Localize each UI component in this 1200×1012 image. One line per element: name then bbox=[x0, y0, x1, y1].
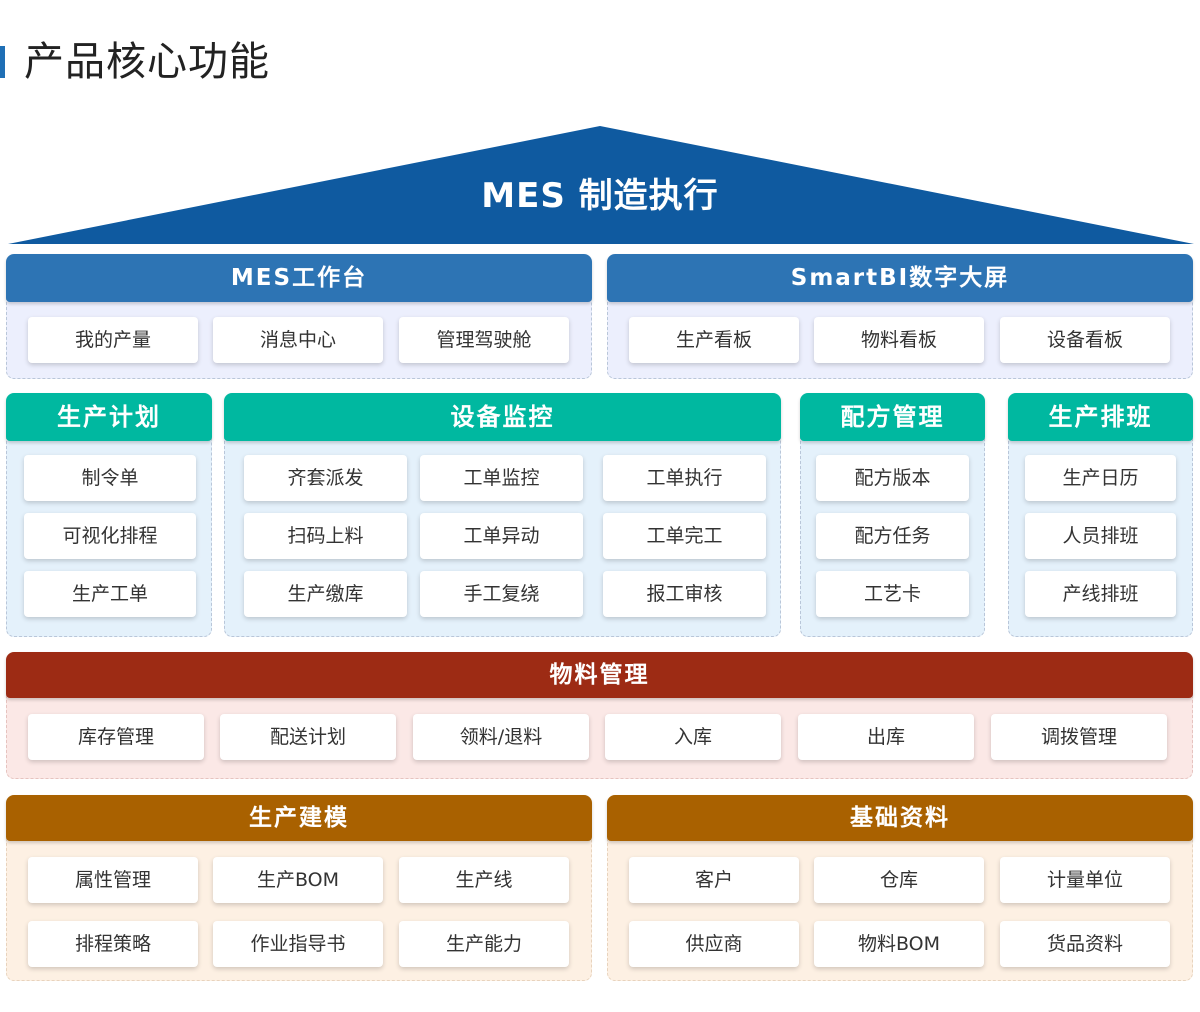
module-item[interactable]: 工单异动 bbox=[420, 513, 583, 559]
module-item[interactable]: 配送计划 bbox=[220, 714, 396, 760]
module-item[interactable]: 工单完工 bbox=[603, 513, 766, 559]
module-item[interactable]: 出库 bbox=[798, 714, 974, 760]
section-header: 生产建模 bbox=[6, 795, 592, 841]
roof-title: MES 制造执行 bbox=[481, 176, 719, 216]
section-production-modeling: 生产建模 属性管理 生产BOM 生产线 排程策略 作业指导书 生产能力 bbox=[6, 795, 592, 981]
module-item[interactable]: 设备看板 bbox=[1000, 317, 1170, 363]
section-header: SmartBI数字大屏 bbox=[607, 254, 1193, 302]
module-item[interactable]: 属性管理 bbox=[28, 857, 198, 903]
module-item[interactable]: 制令单 bbox=[24, 455, 196, 501]
module-item[interactable]: 工艺卡 bbox=[816, 571, 969, 617]
section-header: 配方管理 bbox=[800, 393, 985, 441]
module-item[interactable]: 领料/退料 bbox=[413, 714, 589, 760]
module-item[interactable]: 我的产量 bbox=[28, 317, 198, 363]
module-item[interactable]: 调拨管理 bbox=[991, 714, 1167, 760]
section-basic-data: 基础资料 客户 仓库 计量单位 供应商 物料BOM 货品资料 bbox=[607, 795, 1193, 981]
module-item[interactable]: 生产能力 bbox=[399, 921, 569, 967]
section-header: 设备监控 bbox=[224, 393, 781, 441]
module-item[interactable]: 产线排班 bbox=[1025, 571, 1176, 617]
module-item[interactable]: 生产日历 bbox=[1025, 455, 1176, 501]
roof-triangle bbox=[8, 126, 1194, 244]
section-equipment-monitor: 设备监控 齐套派发 工单监控 工单执行 扫码上料 工单异动 工单完工 生产缴库 … bbox=[224, 393, 781, 637]
section-header: 生产排班 bbox=[1008, 393, 1193, 441]
module-item[interactable]: 入库 bbox=[605, 714, 781, 760]
module-item[interactable]: 配方版本 bbox=[816, 455, 969, 501]
section-smartbi: SmartBI数字大屏 生产看板 物料看板 设备看板 bbox=[607, 254, 1193, 379]
module-item[interactable]: 客户 bbox=[629, 857, 799, 903]
module-item[interactable]: 工单监控 bbox=[420, 455, 583, 501]
module-item[interactable]: 供应商 bbox=[629, 921, 799, 967]
page-title: 产品核心功能 bbox=[24, 39, 270, 85]
module-item[interactable]: 配方任务 bbox=[816, 513, 969, 559]
section-recipe-management: 配方管理 配方版本 配方任务 工艺卡 bbox=[800, 393, 985, 637]
module-item[interactable]: 生产工单 bbox=[24, 571, 196, 617]
module-item[interactable]: 可视化排程 bbox=[24, 513, 196, 559]
section-header: 基础资料 bbox=[607, 795, 1193, 841]
section-header: 物料管理 bbox=[6, 652, 1193, 698]
module-item[interactable]: 报工审核 bbox=[603, 571, 766, 617]
section-header: 生产计划 bbox=[6, 393, 212, 441]
module-item[interactable]: 物料BOM bbox=[814, 921, 984, 967]
module-item[interactable]: 排程策略 bbox=[28, 921, 198, 967]
module-item[interactable]: 生产看板 bbox=[629, 317, 799, 363]
section-production-plan: 生产计划 制令单 可视化排程 生产工单 bbox=[6, 393, 212, 637]
section-material-management: 物料管理 库存管理 配送计划 领料/退料 入库 出库 调拨管理 bbox=[6, 652, 1193, 779]
module-item[interactable]: 消息中心 bbox=[213, 317, 383, 363]
section-production-shift: 生产排班 生产日历 人员排班 产线排班 bbox=[1008, 393, 1193, 637]
module-item[interactable]: 仓库 bbox=[814, 857, 984, 903]
module-item[interactable]: 生产线 bbox=[399, 857, 569, 903]
module-item[interactable]: 物料看板 bbox=[814, 317, 984, 363]
module-item[interactable]: 生产缴库 bbox=[244, 571, 407, 617]
module-item[interactable]: 库存管理 bbox=[28, 714, 204, 760]
module-item[interactable]: 管理驾驶舱 bbox=[399, 317, 569, 363]
module-item[interactable]: 计量单位 bbox=[1000, 857, 1170, 903]
module-item[interactable]: 作业指导书 bbox=[213, 921, 383, 967]
title-accent-bar bbox=[0, 46, 5, 78]
module-item[interactable]: 扫码上料 bbox=[244, 513, 407, 559]
module-item[interactable]: 货品资料 bbox=[1000, 921, 1170, 967]
module-item[interactable]: 手工复绕 bbox=[420, 571, 583, 617]
module-item[interactable]: 人员排班 bbox=[1025, 513, 1176, 559]
section-header: MES工作台 bbox=[6, 254, 592, 302]
module-item[interactable]: 生产BOM bbox=[213, 857, 383, 903]
module-item[interactable]: 工单执行 bbox=[603, 455, 766, 501]
section-workbench: MES工作台 我的产量 消息中心 管理驾驶舱 bbox=[6, 254, 592, 379]
module-item[interactable]: 齐套派发 bbox=[244, 455, 407, 501]
